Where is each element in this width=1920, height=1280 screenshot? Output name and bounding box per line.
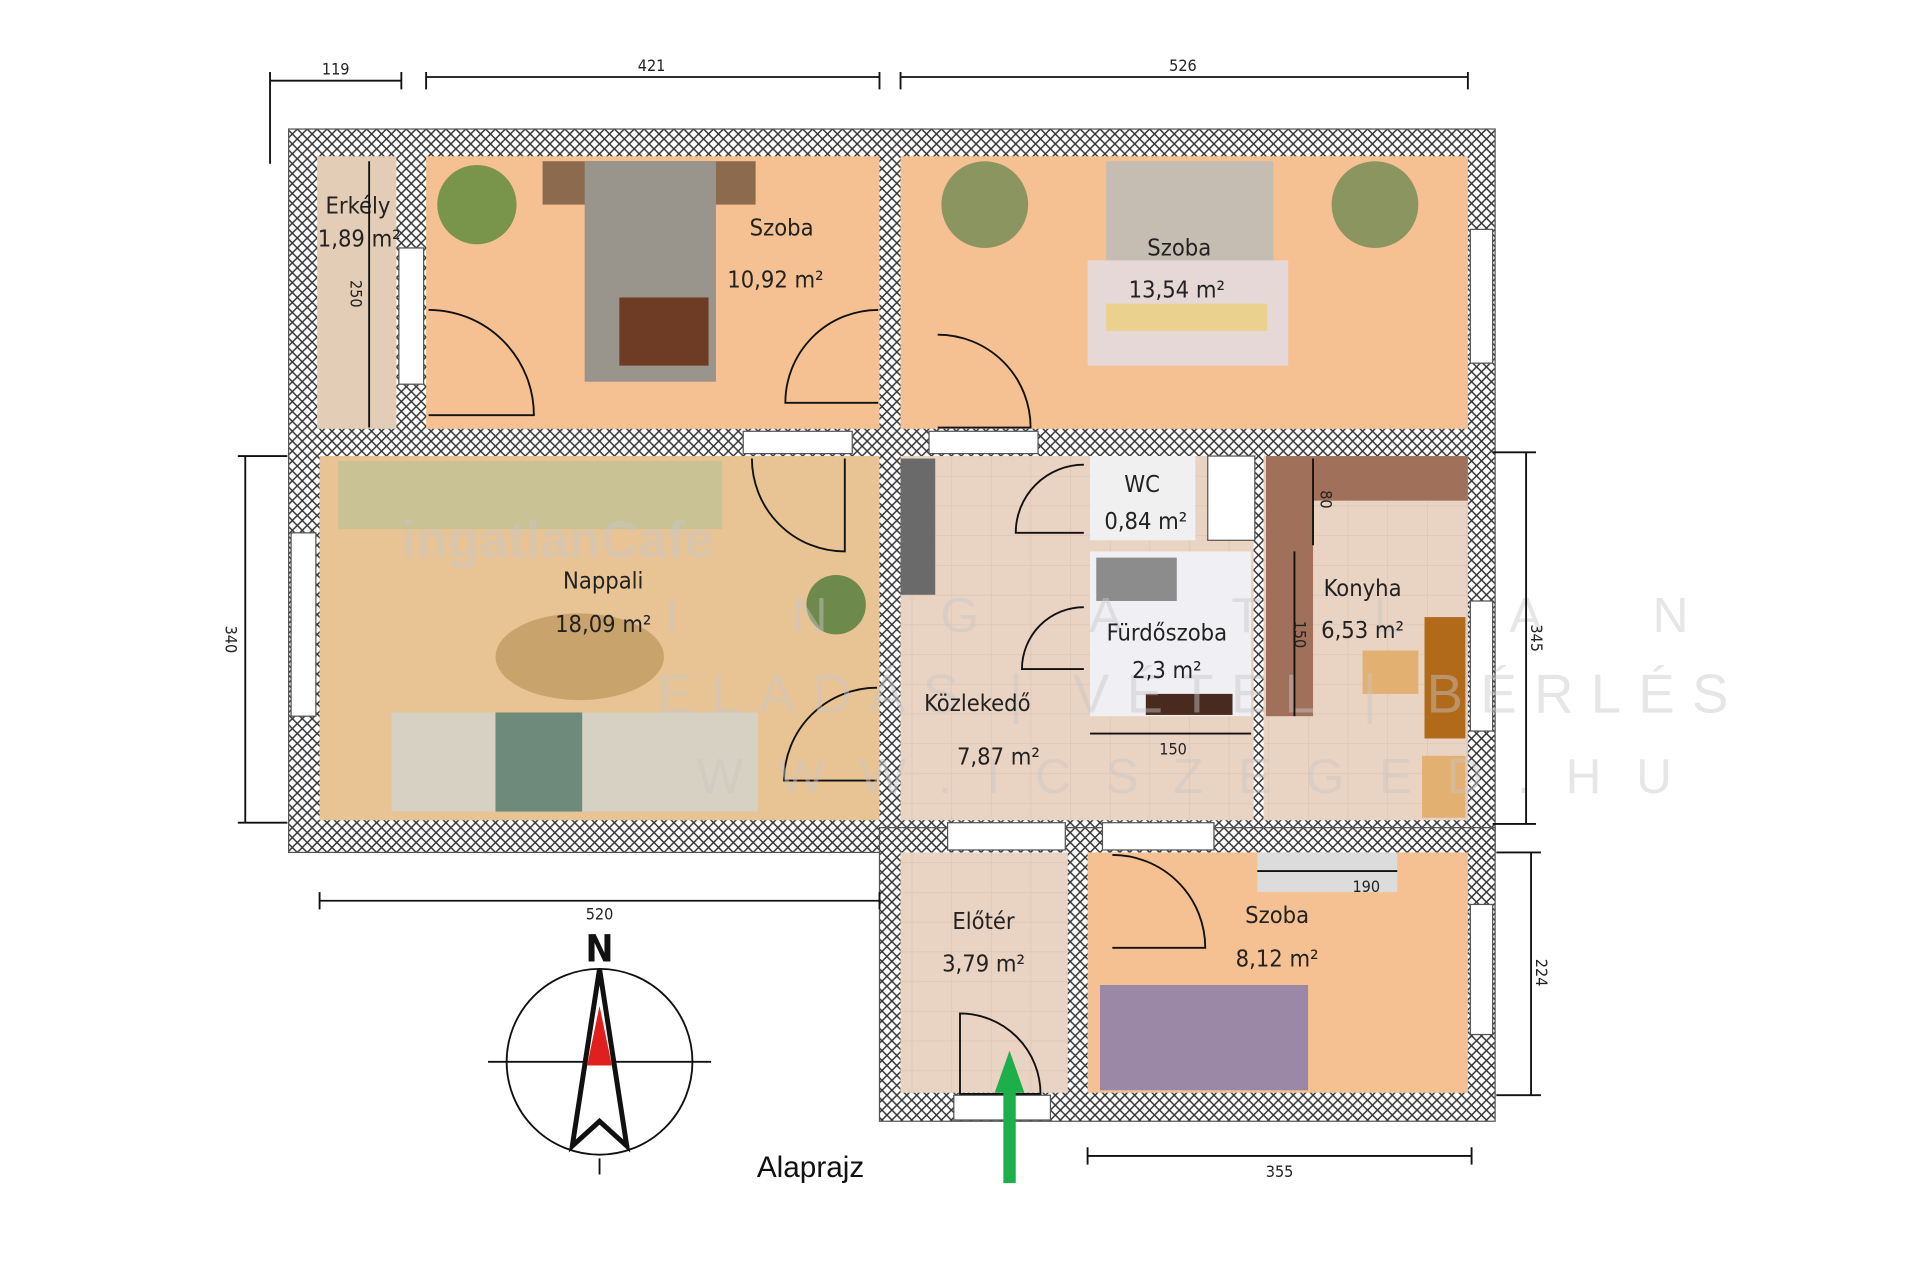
room-name: Nappali <box>563 567 643 595</box>
windows <box>290 228 1494 1121</box>
room-name: WC <box>1124 470 1160 498</box>
svg-text:150: 150 <box>1159 740 1187 759</box>
room-wc <box>1090 456 1196 541</box>
room-name: Előtér <box>952 907 1014 935</box>
room-labels: Erkély 1,89 m² Szoba 10,92 m² Szoba 13,5… <box>318 191 1404 977</box>
svg-text:224: 224 <box>1532 959 1551 987</box>
svg-text:340: 340 <box>221 626 240 654</box>
compass: N <box>488 927 712 1175</box>
room-name: Szoba <box>750 214 814 242</box>
room-area: 18,09 m² <box>555 610 651 638</box>
svg-text:345: 345 <box>1527 624 1546 652</box>
svg-text:ELADÁS | VÉTEL | BÉRLÉS: ELADÁS | VÉTEL | BÉRLÉS <box>657 663 1746 724</box>
svg-text:119: 119 <box>322 60 350 79</box>
room-name: Szoba <box>1245 901 1309 929</box>
entrance-arrow-icon <box>994 1050 1025 1184</box>
room-area: 6,53 m² <box>1321 616 1404 644</box>
svg-text:WWW.ICSZEGED.HU: WWW.ICSZEGED.HU <box>697 749 1707 804</box>
svg-text:421: 421 <box>638 56 666 75</box>
svg-text:526: 526 <box>1169 56 1197 75</box>
svg-text:N: N <box>586 927 614 970</box>
room-balcony <box>317 156 397 429</box>
room-name: Fürdőszoba <box>1107 619 1227 647</box>
room-area: 7,87 m² <box>957 742 1040 770</box>
svg-text:ingatlanCafe: ingatlanCafe <box>401 512 713 570</box>
room-name: Közlekedő <box>924 689 1030 717</box>
room-area: 2,3 m² <box>1132 656 1201 684</box>
svg-text:520: 520 <box>586 904 614 923</box>
room-name: Konyha <box>1324 574 1402 602</box>
svg-text:190: 190 <box>1352 877 1380 896</box>
room-entry <box>900 852 1068 1093</box>
room-name: Erkély <box>326 191 391 219</box>
room-area: 1,89 m² <box>318 225 401 253</box>
furniture <box>338 161 1468 1091</box>
room-area: 13,54 m² <box>1129 275 1225 303</box>
svg-text:355: 355 <box>1266 1162 1294 1181</box>
dimension-lines <box>237 72 1541 1165</box>
svg-text:I N G A T L A N: I N G A T L A N <box>665 588 1738 643</box>
svg-text:150: 150 <box>1290 621 1309 649</box>
svg-text:250: 250 <box>347 280 366 308</box>
door-swings <box>428 308 1207 1095</box>
dimension-labels: 119 421 526 340 520 345 224 355 250 80 1… <box>221 56 1551 1181</box>
svg-text:80: 80 <box>1316 490 1335 508</box>
room-area: 10,92 m² <box>727 266 823 294</box>
plan-title: Alaprajz <box>757 1151 864 1184</box>
room-area: 3,79 m² <box>942 949 1025 977</box>
watermark: ingatlanCafe I N G A T L A N ELADÁS | VÉ… <box>401 512 1746 804</box>
room-area: 0,84 m² <box>1104 507 1187 535</box>
room-area: 8,12 m² <box>1236 944 1319 972</box>
room-name: Szoba <box>1147 233 1211 261</box>
